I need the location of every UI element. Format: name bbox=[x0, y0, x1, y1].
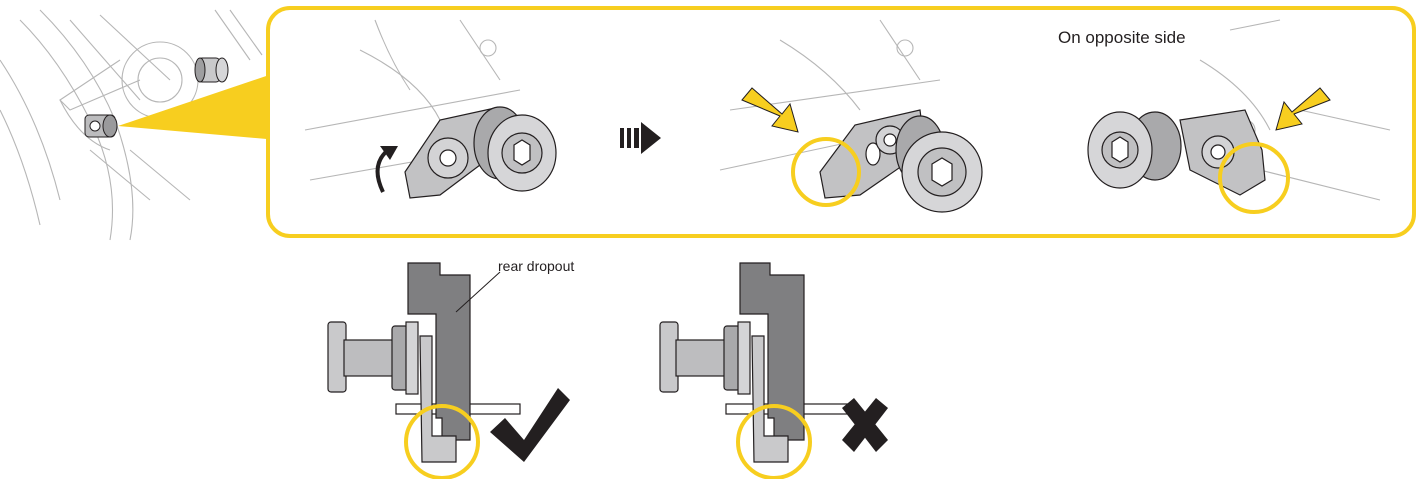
cross-icon bbox=[842, 398, 888, 452]
checkmark-icon bbox=[490, 388, 570, 462]
striped-right-arrow-icon bbox=[620, 122, 661, 154]
callout-wedge bbox=[118, 72, 278, 140]
opposite-side-label: On opposite side bbox=[1058, 28, 1186, 47]
yellow-arrow-icon bbox=[741, 87, 799, 133]
rear-dropout-label: rear dropout bbox=[498, 258, 575, 274]
step2-part bbox=[819, 109, 983, 213]
highlight-circle-correct bbox=[404, 404, 480, 480]
overview-bolt-part bbox=[194, 57, 229, 83]
highlight-circle-incorrect bbox=[736, 404, 812, 480]
incorrect-install-diagram bbox=[659, 262, 851, 463]
dropout-leader-line bbox=[455, 271, 501, 313]
yellow-arrow-icon-opposite bbox=[1275, 87, 1331, 131]
highlight-circle-step2 bbox=[791, 137, 861, 207]
rotation-arrowhead bbox=[380, 146, 398, 160]
overview-wheel-sketch bbox=[0, 9, 263, 241]
step1-part bbox=[404, 106, 557, 199]
overview-installed-part bbox=[84, 114, 118, 138]
highlight-circle-step3 bbox=[1218, 142, 1290, 214]
correct-install-diagram bbox=[327, 262, 521, 463]
panel-frame-lines bbox=[304, 19, 1391, 201]
step3-part bbox=[1087, 109, 1266, 196]
